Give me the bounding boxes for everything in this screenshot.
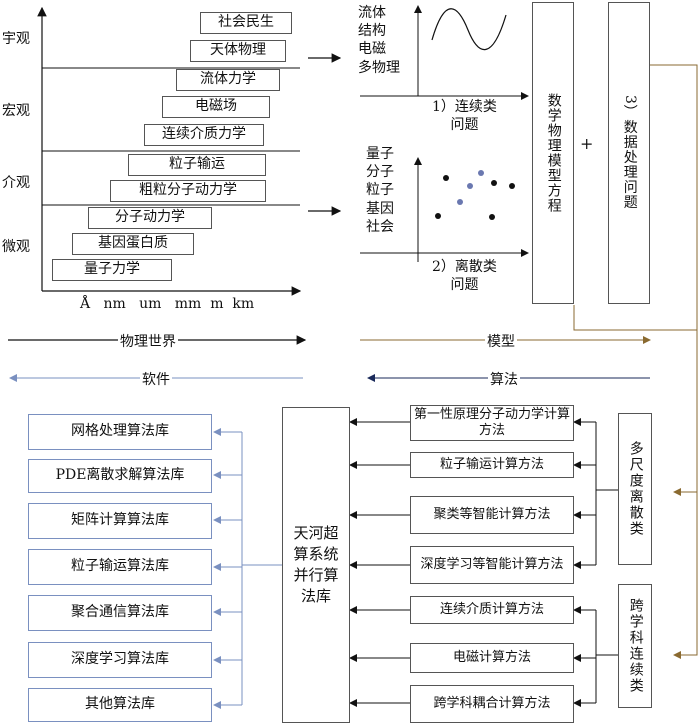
lib-matrix: 矩阵计算算法库 [28,503,212,539]
method-clustering-ai: 聚类等智能计算方法 [410,496,574,534]
cross-discipline-text: 跨学科连续类 [627,598,644,694]
method-cross-discipline: 跨学科耦合计算方法 [410,685,574,723]
discrete-terms: 量子 分子 粒子 基因 社会 [366,146,394,235]
lib-other: 其他算法库 [28,688,212,722]
flow-software: 软件 [140,369,172,389]
tianhe-parallel-library-box: 天河超算系统并行算法库 [282,407,350,723]
method-first-principles-md: 第一性原理分子动力学计算方法 [410,405,574,441]
bar-gene-protein: 基因蛋白质 [72,233,194,255]
flow-algorithm: 算法 [488,369,520,389]
method-deep-learning: 深度学习等智能计算方法 [410,546,574,584]
flow-model: 模型 [485,331,517,351]
continuous-caption: 1）连续类 问题 [432,99,497,134]
scale-label-macro: 宏观 [2,103,30,119]
model-equation-text: 数学物理模型方程 [545,93,562,213]
lib-particle: 粒子输运算法库 [28,549,212,585]
model-equation-box: 数学物理模型方程 [532,2,574,304]
lib-mesh: 网格处理算法库 [28,414,212,450]
bar-coarse-md: 粗粒分子动力学 [110,180,266,202]
unit-axis-labels: Å nm um mm m km [80,296,255,312]
flow-physical-world: 物理世界 [118,331,178,351]
bar-fluid-mechanics: 流体力学 [176,69,280,91]
method-continuum: 连续介质计算方法 [410,596,574,624]
bar-astrophysics: 天体物理 [190,40,286,62]
discrete-caption: 2）离散类 问题 [432,259,497,294]
scale-label-cosmic: 宇观 [2,31,30,47]
bar-md: 分子动力学 [88,207,212,229]
cross-discipline-box: 跨学科连续类 [618,584,652,708]
scale-label-meso: 介观 [2,175,30,191]
bar-particle-transport: 粒子输运 [128,154,266,176]
bar-quantum: 量子力学 [52,259,172,281]
bar-continuum: 连续介质力学 [144,124,264,146]
lib-deep-learning: 深度学习算法库 [28,642,212,678]
lib-collective-comm: 聚合通信算法库 [28,595,212,631]
method-electromagnetic: 电磁计算方法 [410,643,574,673]
multiscale-discrete-box: 多尺度离散类 [618,413,652,565]
plus-sign: + [580,134,594,153]
bar-social: 社会民生 [200,12,292,34]
scale-label-micro: 微观 [2,239,30,255]
lib-pde: PDE离散求解算法库 [28,459,212,493]
method-particle-transport: 粒子输运计算方法 [410,452,574,478]
multiscale-discrete-text: 多尺度离散类 [627,441,644,537]
data-processing-text: 3）数据处理问题 [621,95,638,210]
bar-electromagnetic: 电磁场 [162,96,270,118]
continuous-terms: 流体 结构 电磁 多物理 [358,5,400,76]
data-processing-box: 3）数据处理问题 [608,2,650,304]
